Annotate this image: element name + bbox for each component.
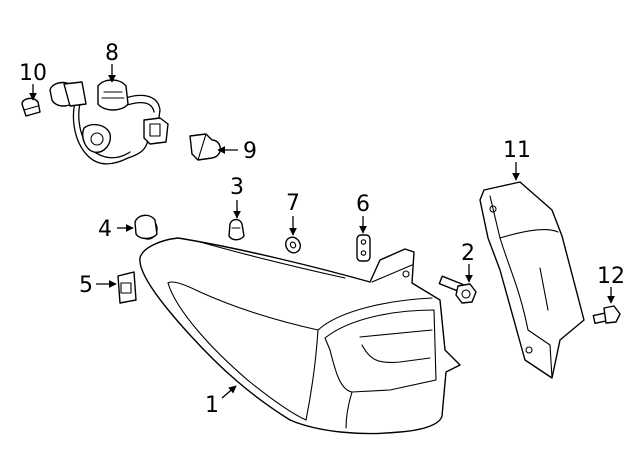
callout-3: 3 [230,175,244,200]
small-bulb-part-10 [21,97,41,117]
screw-part-12 [592,305,621,325]
grommet-part-4 [134,214,158,240]
callout-labels: 1 2 3 4 5 6 7 8 9 10 11 12 [19,41,625,418]
clip-part-3 [228,218,245,241]
socket-harness-part-8 [49,79,169,165]
tail-lamp-assembly [139,237,461,435]
callout-7: 7 [286,191,300,216]
gasket-part-6 [356,234,371,262]
callout-2: 2 [461,241,475,266]
callout-11: 11 [503,138,531,163]
bulb-part-9 [189,133,221,161]
callout-9: 9 [243,139,257,164]
callout-1: 1 [205,393,219,418]
callout-6: 6 [356,192,370,217]
bolt-part-2 [438,275,477,304]
leader-lines [29,64,615,399]
callout-12: 12 [597,264,625,289]
washer-part-7 [285,236,301,254]
leader-1 [221,385,237,399]
bracket-part-11 [479,181,585,379]
callout-10: 10 [19,61,47,86]
callout-8: 8 [105,41,119,66]
nut-clip-part-5 [117,271,137,304]
callout-4: 4 [98,217,112,242]
callout-5: 5 [79,273,93,298]
